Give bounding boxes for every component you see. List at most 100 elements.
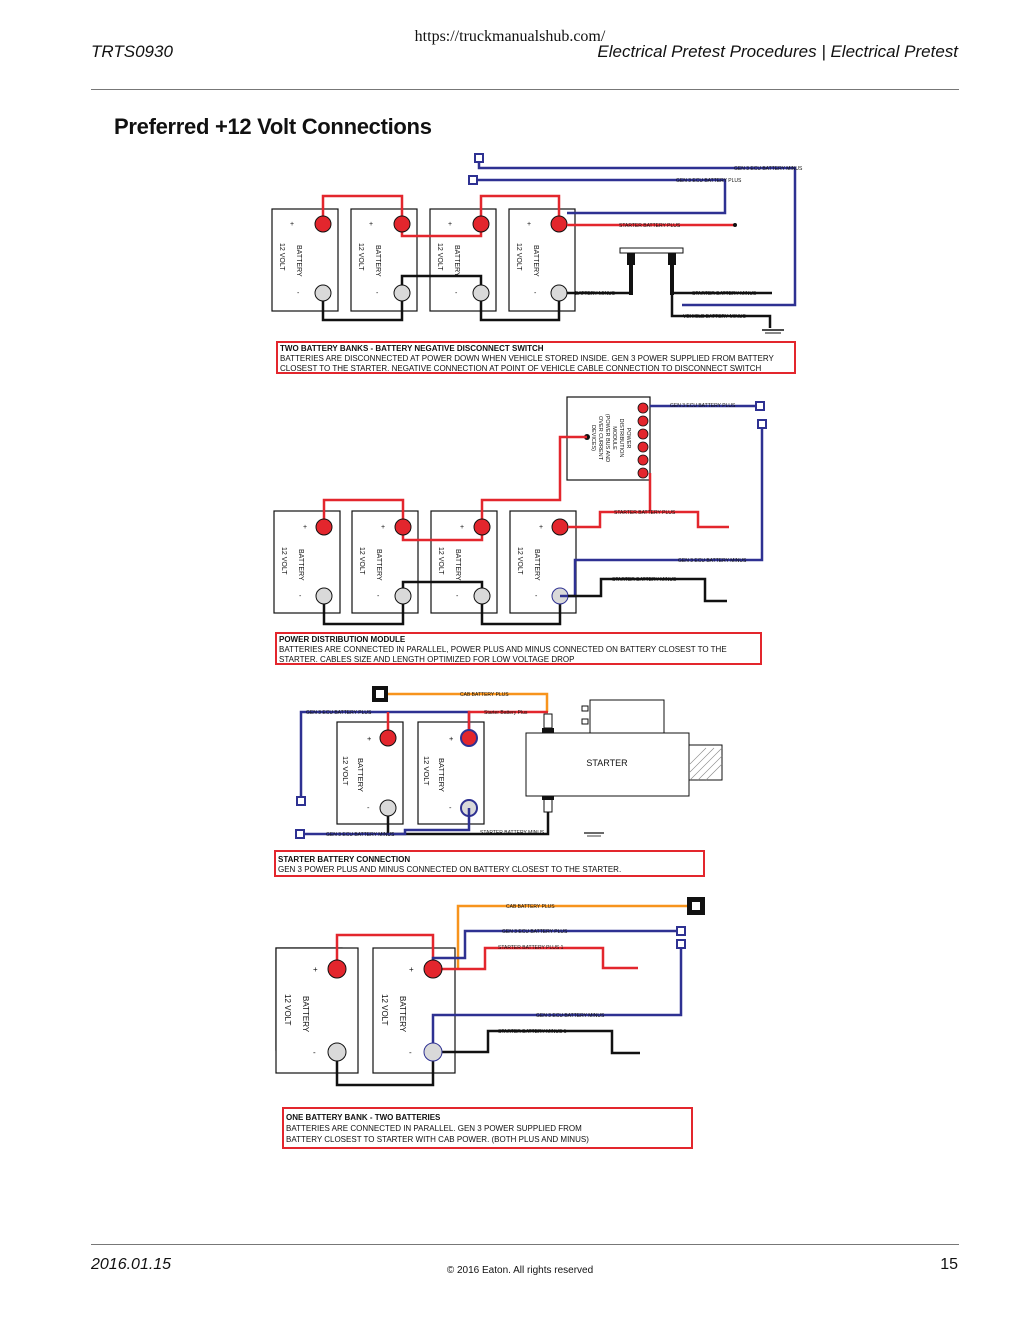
svg-text:12 VOLT: 12 VOLT [283,994,292,1026]
svg-text:-: - [313,1048,316,1057]
svg-text:-: - [297,290,300,297]
caption-text-1: BATTERIES ARE CONNECTED IN PARALLEL. GEN… [286,1124,582,1133]
section-title: Electrical Pretest Procedures | Electric… [597,42,958,61]
svg-text:-: - [377,593,380,600]
caption-power-distribution: POWER DISTRIBUTION MODULE BATTERIES ARE … [275,632,762,665]
caption-text: BATTERIES ARE CONNECTED IN PARALLEL, POW… [279,645,727,664]
d4-ecu-plus-label: GEN 3 ECU BATTERY PLUS [502,929,568,935]
svg-text:DISTRIBUTION: DISTRIBUTION [618,419,624,458]
svg-text:BATTERY: BATTERY [454,549,461,581]
d2-starter-minus-label: STARTER BATTERY MINUS [612,577,677,583]
svg-text:+: + [369,221,373,228]
caption-title: STARTER BATTERY CONNECTION [278,855,411,864]
svg-text:12 VOLT: 12 VOLT [515,243,522,271]
svg-text:MODULE: MODULE [611,426,617,450]
caption-title: POWER DISTRIBUTION MODULE [279,635,406,644]
svg-text:12 VOLT: 12 VOLT [422,756,431,786]
d4-cab-plus-label: CAB BATTERY PLUS [506,904,555,910]
caption-one-battery-bank: ONE BATTERY BANK - TWO BATTERIES BATTERI… [282,1107,693,1149]
svg-text:DEVICES): DEVICES) [590,425,596,451]
svg-text:12 VOLT: 12 VOLT [357,243,364,271]
svg-text:+: + [449,734,454,743]
svg-text:12 VOLT: 12 VOLT [380,994,389,1026]
d1-battery-minus-label: BATTERY MINUS [575,291,616,297]
power-distribution-module [566,396,651,481]
svg-text:-: - [409,1048,412,1057]
diagram-power-distribution-module: POWER DISTRIBUTION MODULE (POWER BUS AND… [273,396,767,626]
svg-text:POWER: POWER [625,428,631,449]
page-title: Preferred +12 Volt Connections [114,114,432,139]
diagram-one-battery-bank: + + - - BATTERY 12 VOLT BATTERY 12 VOLT CA… [275,897,705,1087]
svg-text:+: + [460,524,464,531]
svg-text:12 VOLT: 12 VOLT [280,547,287,575]
svg-text:BATTERY: BATTERY [297,549,304,581]
svg-text:+: + [527,221,531,228]
svg-text:12 VOLT: 12 VOLT [437,547,444,575]
svg-text:(POWER BUS AND: (POWER BUS AND [604,414,610,462]
source-url[interactable]: https://truckmanualshub.com/ [414,28,606,45]
svg-text:12 VOLT: 12 VOLT [358,547,365,575]
d1-vehicle-minus-label: VEHICLE BATTERY MINUS [683,314,746,320]
caption-text: GEN 3 POWER PLUS AND MINUS CONNECTED ON … [278,865,622,874]
svg-text:BATTERY: BATTERY [398,996,407,1033]
d3-cab-plus-label: CAB BATTERY PLUS [460,692,509,698]
caption-text: BATTERIES ARE DISCONNECTED AT POWER DOWN… [280,354,774,373]
svg-text:12 VOLT: 12 VOLT [436,243,443,271]
svg-text:-: - [534,290,537,297]
svg-text:BATTERY: BATTERY [437,758,446,792]
d3-ecu-minus-label: GEN 3 ECU BATTERY MINUS [326,832,395,838]
diagram-two-battery-banks: + + + + - - - - BATTERY 12 VOLT BATTERY 12 VOL… [271,153,803,334]
d1-starter-plus-label: STARTER BATTERY PLUS [619,223,681,229]
svg-text:-: - [367,803,370,812]
caption-title: ONE BATTERY BANK - TWO BATTERIES [286,1113,441,1122]
svg-text:-: - [455,290,458,297]
caption-title: TWO BATTERY BANKS - BATTERY NEGATIVE DIS… [280,344,544,353]
svg-text:BATTERY: BATTERY [374,245,381,277]
d4-starter-minus-label: STARTER BATTERY MINUS 1 [498,1029,567,1035]
svg-text:BATTERY: BATTERY [375,549,382,581]
battery-label: BATTERY [295,245,302,277]
d3-starter-minus-label: STARTER BATTERY MINUS [480,830,545,836]
starter-label: STARTER [586,758,628,768]
document-id: TRTS0930 [91,42,173,61]
svg-text:+: + [303,524,307,531]
svg-text:+: + [313,965,318,974]
d2-ecu-plus-label: GEN 3 ECU BATTERY PLUS [670,403,736,409]
diagram-starter-battery-connection: STARTER + + - - BATTERY 12 VOLT BATTERY 12… [295,686,723,839]
svg-text:-: - [535,593,538,600]
d2-starter-plus-label: STARTER BATTERY PLUS [614,510,676,516]
svg-text:OVER CURRENT: OVER CURRENT [597,416,603,461]
caption-starter-connection: STARTER BATTERY CONNECTION GEN 3 POWER P… [274,850,705,877]
d3-starter-plus-label: Starter Battery Plus [484,710,528,716]
svg-text:+: + [367,734,372,743]
svg-text:+: + [409,965,414,974]
svg-text:-: - [456,593,459,600]
d2-ecu-minus-label: GEN 3 ECU BATTERY MINUS [678,558,747,564]
d4-ecu-minus-label: GEN 3 ECU BATTERY MINUS [536,1013,605,1019]
svg-text:-: - [376,290,379,297]
d3-ecu-plus-label: GEN 3 ECU BATTERY PLUS [306,710,372,716]
svg-text:-: - [449,803,452,812]
svg-text:+: + [448,221,452,228]
footer-copyright: © 2016 Eaton. All rights reserved [446,1265,594,1276]
svg-text:12 VOLT: 12 VOLT [341,756,350,786]
d1-starter-minus-label: STARTER BATTERY MINUS [692,291,757,297]
svg-text:BATTERY: BATTERY [453,245,460,277]
svg-text:BATTERY: BATTERY [301,996,310,1033]
svg-text:BATTERY: BATTERY [532,245,539,277]
d4-starter-plus-label: STARTER BATTERY PLUS 1 [498,945,564,951]
svg-text:12 VOLT: 12 VOLT [516,547,523,575]
svg-text:+: + [539,524,543,531]
starter-motor: STARTER [525,699,723,813]
d1-ecu-plus-label: GEN 3 ECU BATTERY PLUS [676,178,742,184]
header-rule [91,89,959,90]
d1-ecu-minus-label: GEN 3 ECU BATTERY MINUS [734,166,803,172]
svg-text:BATTERY: BATTERY [356,758,365,792]
caption-two-battery-banks: TWO BATTERY BANKS - BATTERY NEGATIVE DIS… [276,341,796,374]
svg-text:+: + [290,221,294,228]
footer-date: 2016.01.15 [91,1256,172,1273]
voltage-label: 12 VOLT [278,243,285,271]
page-number: 15 [940,1256,958,1273]
caption-text-2: BATTERY CLOSEST TO STARTER WITH CAB POWE… [286,1135,589,1144]
